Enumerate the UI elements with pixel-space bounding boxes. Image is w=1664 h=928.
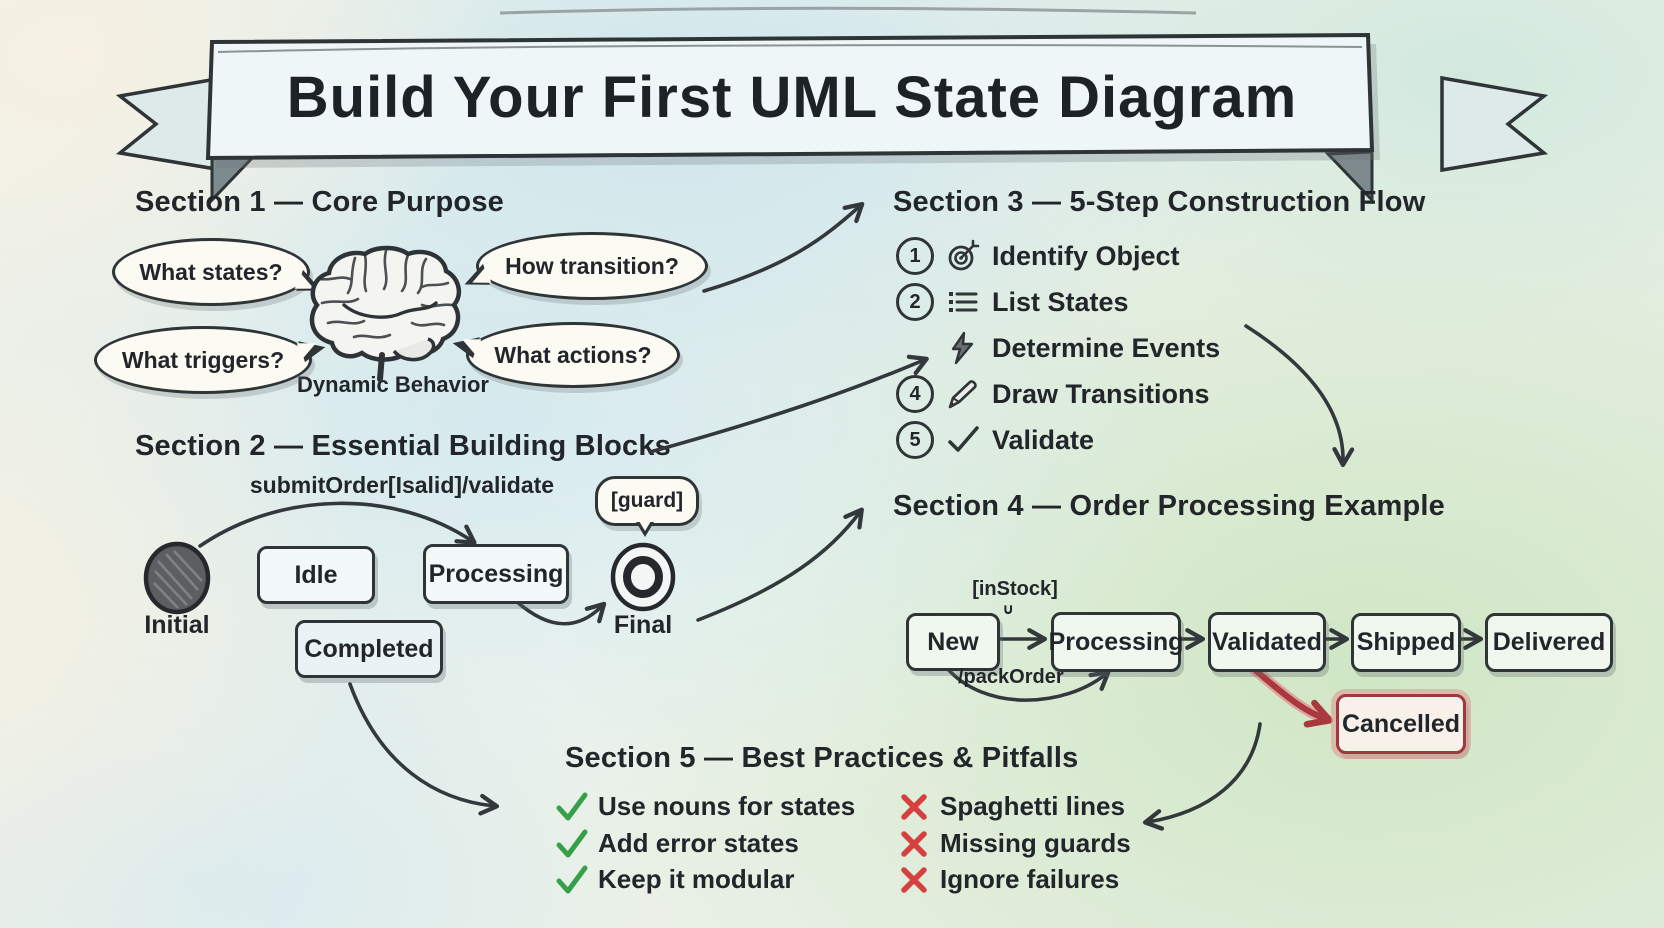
state-order-processing: Processing — [1049, 612, 1183, 672]
section2-title: Section 2 — Essential Building Blocks — [135, 430, 671, 462]
step-number: 2 — [896, 283, 934, 321]
state-validated: Validated — [1208, 612, 1326, 672]
check-icon — [556, 828, 588, 860]
section1-title: Section 1 — Core Purpose — [135, 186, 504, 218]
best-practice-item: Use nouns for states — [556, 788, 855, 825]
state-cancelled: Cancelled — [1336, 694, 1466, 754]
pitfall-item: Spaghetti lines — [898, 788, 1125, 825]
pitfall-item: Missing guards — [898, 825, 1131, 862]
lightning-icon — [946, 331, 980, 365]
final-state-label: Final — [613, 611, 673, 639]
step-draw-transitions: 4 Draw Transitions — [896, 371, 1210, 417]
arrow-final-to-section4 — [696, 507, 864, 622]
bubble-text: What actions? — [494, 341, 652, 368]
pencil-icon — [946, 377, 980, 411]
arrow-cancel-glow — [1248, 663, 1332, 725]
transition-label: submitOrder[Isalid]/validate — [249, 472, 555, 498]
step-number: 1 — [896, 237, 934, 275]
arrow-processing-to-final — [514, 599, 607, 626]
state-new: New — [906, 613, 1000, 671]
target-icon — [946, 239, 980, 273]
best-practice-item: Keep it modular — [556, 861, 794, 898]
state-delivered: Delivered — [1485, 613, 1613, 672]
bubble-text: What states? — [139, 258, 283, 285]
initial-state-icon — [143, 541, 211, 615]
page-title: Build Your First UML State Diagram — [286, 64, 1298, 130]
state-shipped: Shipped — [1351, 613, 1461, 672]
step-determine-events: Determine Events — [896, 325, 1220, 371]
pitfall-item: Ignore failures — [898, 861, 1119, 898]
section5-title: Section 5 — Best Practices & Pitfalls — [565, 742, 1079, 774]
arrow-example-to-pitfalls — [1142, 722, 1262, 831]
check-icon — [946, 423, 980, 457]
arrow-completed-to-section5 — [348, 682, 500, 816]
check-icon — [556, 791, 588, 823]
arrow-validated-to-cancelled — [1251, 666, 1333, 728]
branch-mark: ∪ — [1002, 601, 1015, 618]
arrow-section3-to-section4 — [1244, 324, 1355, 468]
packorder-action-label: /packOrder — [958, 666, 1064, 688]
x-icon — [898, 791, 930, 823]
arrow-section2-to-steps — [648, 354, 929, 454]
bubble-text: How transition? — [505, 252, 679, 279]
section4-title: Section 4 — Order Processing Example — [893, 490, 1445, 522]
step-validate: 5 Validate — [896, 417, 1094, 463]
speech-bubble-what-actions: What actions? — [450, 322, 680, 388]
step-number: 5 — [896, 421, 934, 459]
speech-bubble-what-states: What states? — [112, 238, 326, 306]
instock-guard-label: [inStock] — [972, 578, 1058, 600]
list-icon — [946, 285, 980, 319]
step-number: 4 — [896, 375, 934, 413]
x-icon — [898, 828, 930, 860]
best-practice-item: Add error states — [556, 825, 799, 862]
state-idle: Idle — [257, 546, 375, 604]
speech-bubble-what-triggers: What triggers? — [94, 326, 328, 394]
check-icon — [556, 864, 588, 896]
guard-bubble: [guard] — [595, 476, 699, 537]
state-completed: Completed — [295, 620, 443, 678]
ribbon-banner — [115, 6, 1549, 204]
step-list-states: 2 List States — [896, 279, 1129, 325]
section3-title: Section 3 — 5-Step Construction Flow — [893, 186, 1426, 218]
final-state-icon — [610, 542, 676, 612]
x-icon — [898, 864, 930, 896]
bubble-text: What triggers? — [121, 346, 285, 373]
initial-state-label: Initial — [144, 611, 210, 639]
brain-icon — [309, 245, 462, 382]
speech-bubble-how-transition: How transition? — [460, 232, 708, 300]
arrow-submit-transition — [198, 501, 477, 548]
step-identify-object: 1 Identify Object — [896, 233, 1180, 279]
state-processing: Processing — [423, 544, 569, 604]
brain-caption: Dynamic Behavior — [297, 372, 489, 397]
